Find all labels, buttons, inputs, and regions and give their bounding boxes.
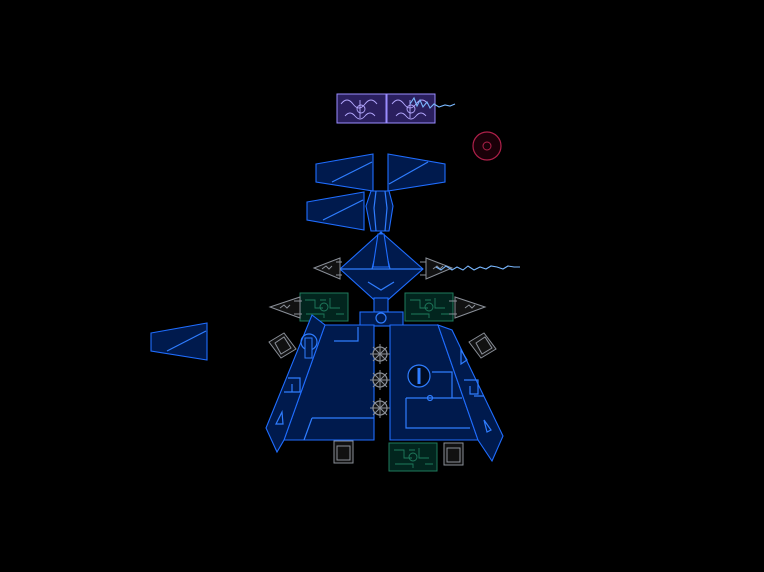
gear-icon-3 [370,398,390,418]
gun-barrel-left [300,333,318,359]
center-connector [359,297,404,327]
ship-neck [365,190,394,232]
lightning-beam [409,96,456,109]
gear-icon-1 [370,344,390,364]
engine-right [443,442,464,466]
enemy-orb[interactable] [472,131,502,161]
energy-core[interactable] [336,93,436,124]
gear-icon-2 [370,370,390,390]
engine-left [333,440,354,464]
diamond-core [339,231,424,307]
circuit-module-left [299,292,349,322]
turret-pod-right[interactable] [468,332,497,359]
thruster-icon-outer-left [268,296,302,319]
turret-pod-left[interactable] [268,332,297,359]
ship-hull-right [389,324,504,463]
energy-core-hull[interactable] [407,364,431,388]
thruster-icon-outer-right [449,296,487,319]
circuit-module-right [404,292,454,322]
ship-hull-left [265,314,375,454]
wing-panel-upper [315,153,446,192]
circuit-module-bottom [388,442,438,472]
lightning-beam-right [435,265,520,271]
thruster-icon-left [312,257,342,280]
wing-panel-mid [306,191,365,231]
thruster-icon-right [420,257,454,280]
wing-panel-debris[interactable] [150,322,208,361]
